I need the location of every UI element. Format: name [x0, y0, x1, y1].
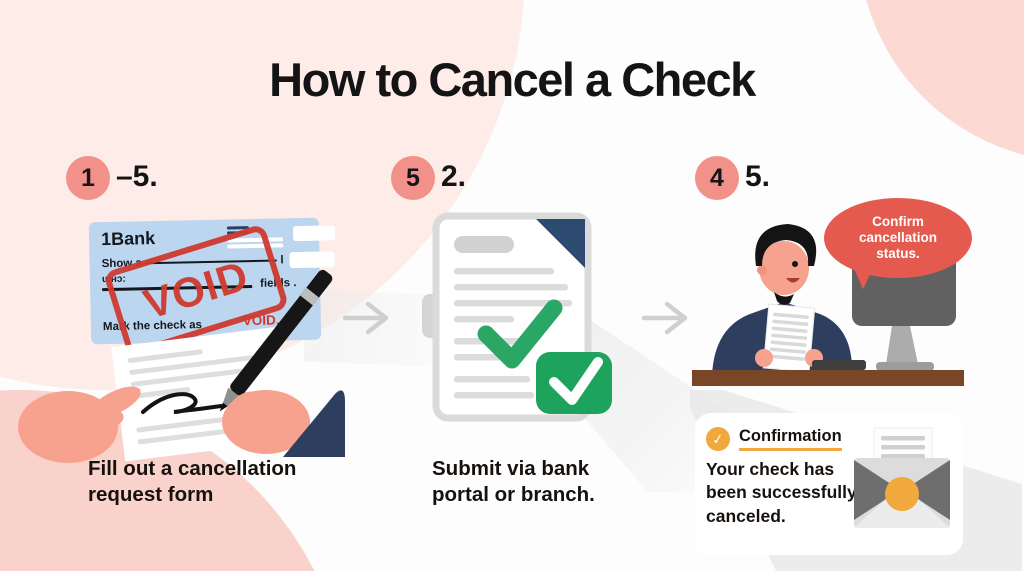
confirmation-label: Confirmation [739, 427, 842, 451]
monitor-base [876, 362, 934, 371]
envelope-seal [885, 477, 919, 511]
step1-number-badge: 1 [66, 156, 110, 200]
step3-badge-number: 4 [710, 163, 724, 192]
suit-sleeve [283, 390, 345, 457]
pen-icon [219, 269, 333, 412]
envelope-right-flap [904, 460, 950, 520]
step2-badge-number: 5 [406, 163, 420, 192]
step2-caption: Submit via bank portal or branch. [432, 457, 595, 507]
check-bank-name: 1Bank [100, 228, 156, 250]
folded-corner [536, 219, 585, 268]
ear [757, 265, 767, 275]
letter-text-lines [881, 436, 925, 459]
hair [755, 224, 817, 266]
hand-signing-form-illustration [18, 269, 345, 463]
arrow-right-icon [342, 301, 389, 335]
held-paper [762, 303, 816, 373]
confirmation-row: ✓ Confirmation [704, 425, 842, 453]
left-hand [18, 386, 141, 463]
step1-caption: Fill out a cancellation request form [88, 457, 297, 507]
green-checkmark-icon [477, 299, 563, 369]
check-amount-box [289, 251, 335, 269]
left-arm [720, 338, 768, 376]
check-payee-suffix: l [280, 254, 284, 267]
step3-number-badge: 4 [695, 156, 739, 200]
banker-at-desk-illustration [692, 224, 964, 386]
step1-badge-number: 1 [81, 163, 95, 192]
step1-label: –5. [116, 160, 158, 193]
desk [692, 370, 964, 386]
confirmation-check-icon: ✓ [704, 425, 732, 453]
smiling-mouth [786, 278, 800, 283]
step3-label: 5. [745, 160, 771, 193]
page-title: How to Cancel a Check [269, 53, 756, 106]
signature-scribble [141, 392, 223, 414]
speech-bubble: Confirm cancellation status. [824, 198, 972, 278]
keyboard-icon [812, 360, 866, 370]
white-checkmark-icon [549, 357, 603, 405]
approved-document-illustration [422, 212, 612, 422]
face [759, 241, 809, 295]
goatee [774, 292, 794, 305]
arrow-right-icon [641, 301, 688, 335]
envelope-left-flap [854, 460, 900, 520]
left-hand [755, 349, 773, 367]
step2-number-badge: 5 [391, 156, 435, 200]
monitor-stand [886, 326, 918, 364]
check-amount-box [292, 225, 336, 242]
step3-caption: Your check has been successfully cancele… [706, 459, 857, 526]
right-hand [222, 390, 310, 454]
eye [792, 261, 798, 267]
step2-label: 2. [441, 160, 467, 193]
speech-bubble-text: Confirm cancellation status. [858, 214, 938, 261]
envelope-icon [854, 427, 950, 528]
